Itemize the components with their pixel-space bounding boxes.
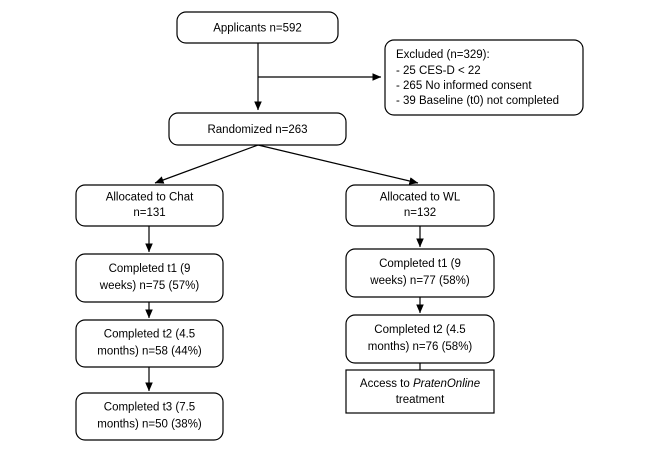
- wl-t1-box: [345, 248, 495, 298]
- applicants-box: [176, 11, 339, 44]
- chat-t1-box: [75, 253, 224, 303]
- wl-t1-line2: weeks) n=77 (58%): [369, 275, 470, 287]
- chat-t2-line2: months) n=58 (44%): [97, 346, 202, 358]
- wl-allocated-line2: n=132: [404, 207, 436, 219]
- node-randomized: Randomized n=263: [168, 112, 347, 146]
- wl-allocated-box: [345, 184, 495, 227]
- chat-t3-line2: months) n=50 (38%): [97, 419, 202, 431]
- chat-allocated-line1: Allocated to Chat: [106, 192, 194, 204]
- randomized-box: [168, 112, 347, 146]
- wl-allocated-line1: Allocated to WL: [380, 192, 461, 204]
- node-wl-t2: Completed t2 (4.5 months) n=76 (58%): [345, 314, 495, 364]
- excluded-reason-2: - 265 No informed consent: [396, 80, 532, 92]
- node-wl-access: Access to PratenOnline treatment: [345, 369, 495, 414]
- chat-t1-line1: Completed t1 (9: [109, 263, 191, 275]
- node-chat-t1: Completed t1 (9 weeks) n=75 (57%): [75, 253, 224, 303]
- wl-access-prefix: Access to: [360, 378, 413, 390]
- wl-t1-line1: Completed t1 (9: [379, 258, 461, 270]
- node-chat-t2: Completed t2 (4.5 months) n=58 (44%): [75, 319, 224, 368]
- wl-t2-line1: Completed t2 (4.5: [374, 324, 465, 336]
- connector-randomized-to-chat: [154, 144, 259, 184]
- chat-t2-line1: Completed t2 (4.5: [104, 329, 195, 341]
- connector-layer: [145, 43, 424, 392]
- wl-access-program-name: PratenOnline: [413, 378, 480, 390]
- applicants-label: Applicants n=592: [213, 23, 302, 35]
- wl-access-line1: Access to PratenOnline: [360, 378, 480, 390]
- node-chat-allocated: Allocated to Chat n=131: [75, 184, 224, 227]
- chat-t1-line2: weeks) n=75 (57%): [99, 280, 200, 292]
- chat-t3-box: [75, 392, 224, 441]
- node-wl-t1: Completed t1 (9 weeks) n=77 (58%): [345, 248, 495, 298]
- node-wl-allocated: Allocated to WL n=132: [345, 184, 495, 227]
- excluded-reason-3: - 39 Baseline (t0) not completed: [396, 95, 559, 107]
- chat-allocated-line2: n=131: [133, 207, 165, 219]
- chat-t2-box: [75, 319, 224, 368]
- excluded-reason-1: - 25 CES-D < 22: [396, 65, 481, 77]
- randomized-label: Randomized n=263: [207, 124, 307, 136]
- chat-allocated-box: [75, 184, 224, 227]
- excluded-heading: Excluded (n=329):: [396, 49, 490, 61]
- wl-access-box: [345, 369, 495, 414]
- connector-randomized-to-wl: [257, 144, 419, 185]
- wl-access-line2: treatment: [396, 394, 445, 406]
- wl-t2-line2: months) n=76 (58%): [368, 341, 473, 353]
- chat-t3-line1: Completed t3 (7.5: [104, 402, 195, 414]
- node-chat-t3: Completed t3 (7.5 months) n=50 (38%): [75, 392, 224, 441]
- wl-t2-box: [345, 314, 495, 364]
- node-applicants: Applicants n=592: [176, 11, 339, 44]
- excluded-box: [384, 39, 584, 116]
- node-excluded: Excluded (n=329): - 25 CES-D < 22 - 265 …: [384, 39, 584, 116]
